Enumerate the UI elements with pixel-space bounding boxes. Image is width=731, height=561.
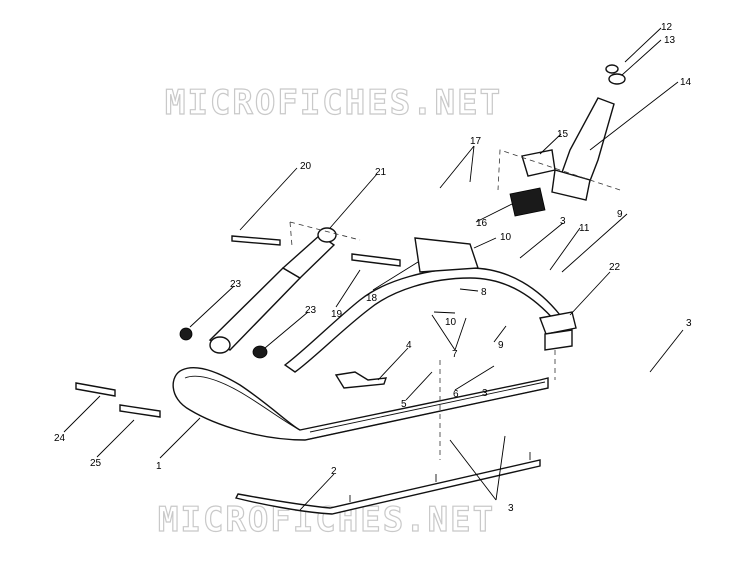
bolts-group (75, 235, 401, 418)
callout-10-upper: 10 (500, 232, 512, 243)
callout-16: 16 (476, 218, 488, 229)
callout-22: 22 (609, 262, 621, 273)
callout-12: 12 (661, 22, 673, 33)
callout-24: 24 (54, 433, 66, 444)
ski-spring-part (283, 267, 561, 373)
watermark-bottom: MICROFICHES.NET (158, 500, 495, 540)
callout-21: 21 (375, 167, 387, 178)
callout-7: 7 (452, 349, 458, 360)
callout-8: 8 (481, 287, 487, 298)
leader-lines (63, 27, 684, 511)
callout-20: 20 (300, 161, 312, 172)
wear-bar-part (234, 459, 541, 515)
callout-3-right: 3 (686, 318, 692, 329)
callout-6: 6 (453, 389, 459, 400)
callout-13: 13 (664, 35, 676, 46)
callout-labels: 1 2 3 3 3 3 4 5 6 7 8 9 9 10 10 11 12 13… (54, 22, 692, 514)
callout-2: 2 (331, 466, 337, 477)
saddle-bracket-part (414, 237, 479, 273)
callout-10-lower: 10 (445, 317, 457, 328)
ski-part (172, 367, 549, 441)
callout-23-lower: 23 (305, 305, 317, 316)
callout-15: 15 (557, 129, 569, 140)
spindle-part (509, 64, 626, 217)
shock-absorber-part (179, 227, 337, 359)
callout-9-lower: 9 (498, 340, 504, 351)
callout-11: 11 (579, 223, 590, 234)
watermark-top: MICROFICHES.NET (165, 83, 502, 123)
callout-3-upper: 3 (560, 216, 566, 227)
callout-9-right: 9 (617, 209, 623, 220)
callout-4: 4 (406, 340, 412, 351)
callout-25: 25 (90, 458, 102, 469)
callout-3-bottom: 3 (508, 503, 514, 514)
callout-19: 19 (331, 309, 343, 320)
callout-1: 1 (156, 461, 162, 472)
callout-5: 5 (401, 399, 407, 410)
callout-3-mid: 3 (482, 388, 488, 399)
callout-14: 14 (680, 77, 692, 88)
callout-18: 18 (366, 293, 378, 304)
callout-17: 17 (470, 136, 482, 147)
callout-23-upper: 23 (230, 279, 242, 290)
